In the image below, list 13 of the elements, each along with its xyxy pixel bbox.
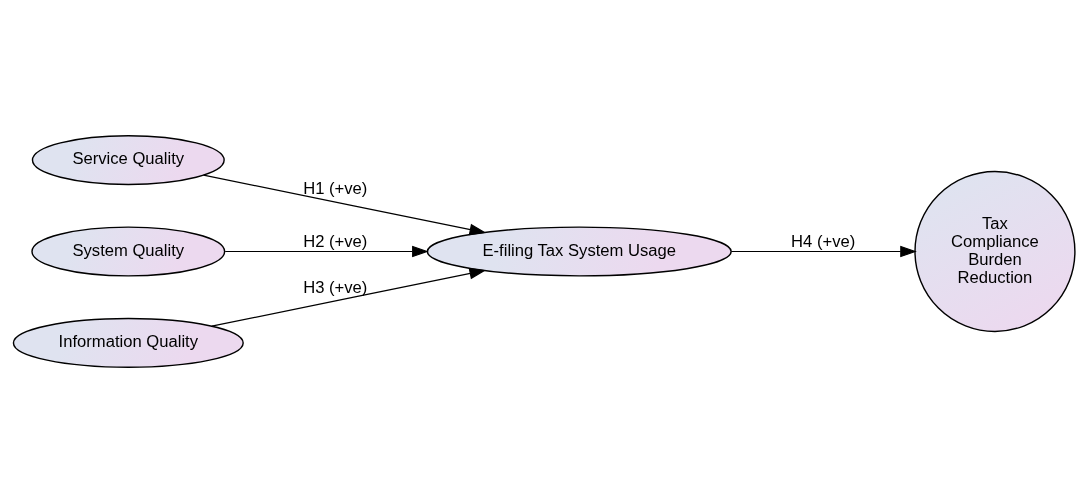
edge-label: H2 (+ve)	[303, 231, 368, 251]
node-ellipse: E-filing Tax System Usage	[426, 226, 732, 277]
arrow	[211, 267, 487, 327]
edge-label: H1 (+ve)	[303, 178, 368, 198]
arrow	[730, 245, 917, 258]
arrow	[202, 174, 487, 236]
edge-label: H4 (+ve)	[791, 231, 856, 251]
node-ellipse: System Quality	[31, 226, 226, 277]
node-ellipse: Service Quality	[31, 135, 225, 186]
arrow	[224, 245, 429, 258]
node-circle: Tax Compliance Burden Reduction	[914, 170, 1076, 333]
edge-label: H3 (+ve)	[303, 278, 368, 298]
node-ellipse: Information Quality	[12, 317, 244, 368]
